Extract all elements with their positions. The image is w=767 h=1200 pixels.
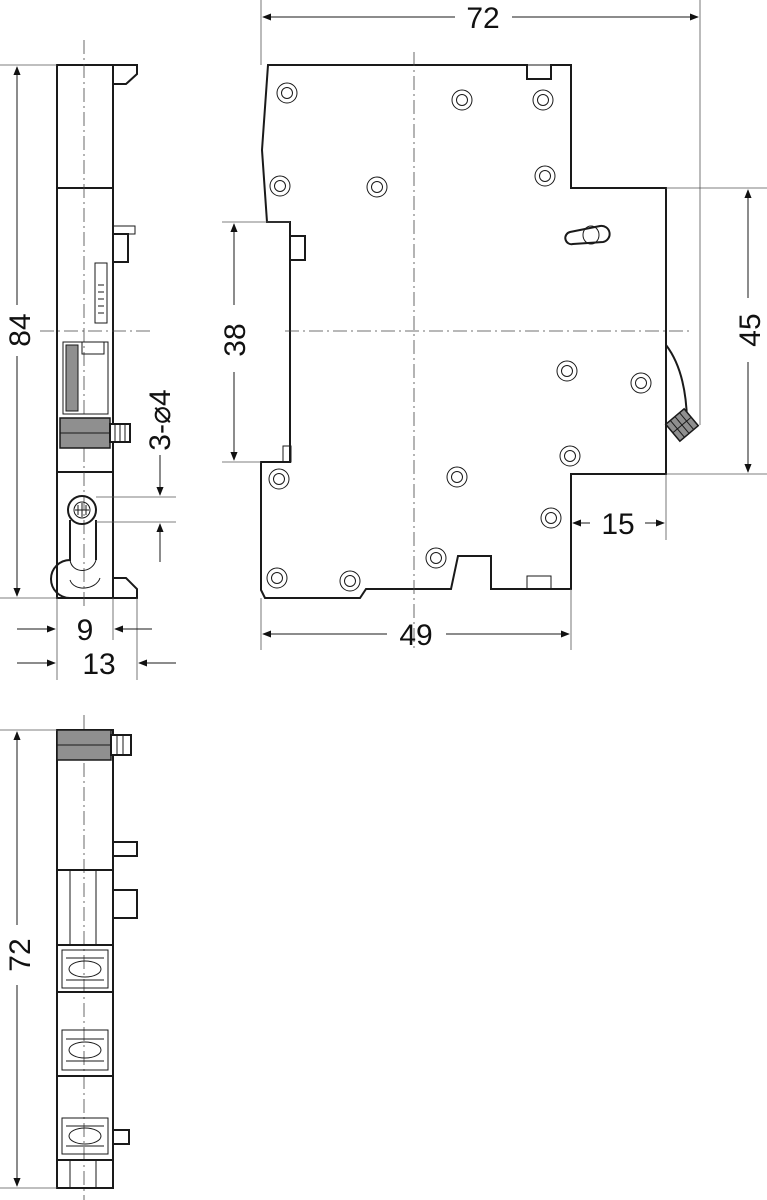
front-view [260, 52, 700, 650]
top-clip [113, 64, 138, 85]
terminal-slot-icon [61, 1029, 109, 1071]
screw-icon [559, 445, 581, 467]
side-body [56, 64, 114, 599]
dim-label-total-height: 84 [4, 313, 37, 346]
dim-label-bottom-view-height: 72 [4, 938, 37, 971]
dim-label-mount-height: 38 [219, 323, 252, 356]
screw-icon [540, 507, 562, 529]
screw-icon [268, 468, 290, 490]
connector-icon [56, 729, 132, 761]
terminal-clamp [50, 520, 71, 599]
screw-icon [339, 570, 361, 592]
screw-icon [366, 176, 388, 198]
screw-icon [269, 175, 291, 197]
dim-label-bottom-width: 49 [399, 619, 432, 652]
rail-clip-top [289, 235, 306, 261]
screw-icon [534, 165, 556, 187]
dim-label-top-width: 72 [466, 2, 499, 35]
front-dimensions: 72 38 45 15 49 [219, 0, 767, 652]
screw-icon [446, 466, 468, 488]
connector-icon [59, 417, 131, 449]
dim-label-holes: 3-⌀4 [144, 389, 177, 450]
screw-icon [276, 82, 298, 104]
side-view [40, 40, 150, 610]
top-latch [526, 64, 552, 80]
rail-clip-bottom [282, 445, 292, 463]
bottom-latch [526, 575, 552, 590]
screw-icon [266, 567, 288, 589]
terminal-slot-icon [61, 949, 109, 989]
bottom-clip [113, 577, 138, 599]
side-tab [112, 225, 136, 235]
bottom-view [56, 715, 138, 1200]
screw-icon [425, 547, 447, 569]
lever-slot-icon [564, 224, 611, 246]
dim-label-right-height: 45 [734, 313, 767, 346]
dim-label-side-width: 13 [82, 648, 115, 681]
indicator-window [94, 262, 108, 324]
screw-icon [532, 89, 554, 111]
screw-icon [630, 372, 652, 394]
screw-icon [556, 360, 578, 382]
terminal-screw-icon [67, 495, 97, 525]
bottom-dimensions: 72 [0, 729, 57, 1189]
dim-label-hole-spacing: 9 [77, 614, 94, 647]
terminal-icon [664, 407, 700, 443]
terminal-slot-icon [61, 1117, 109, 1155]
wire [665, 344, 688, 421]
side-dimensions: 84 3-⌀4 9 13 [0, 64, 177, 681]
screw-icon [451, 89, 473, 111]
bottom-body [56, 729, 114, 1189]
dim-label-step-width: 15 [601, 508, 634, 541]
